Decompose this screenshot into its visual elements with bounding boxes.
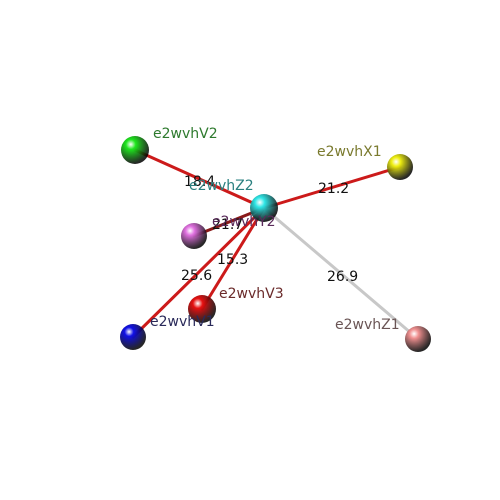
node-label-e2wvhY2: e2wvhY2 bbox=[212, 214, 276, 230]
distance-label-e2wvhZ1: 26.9 bbox=[327, 269, 358, 285]
node-label-e2wvhV2: e2wvhV2 bbox=[153, 126, 218, 142]
distance-label-e2wvhY2: 21.7 bbox=[212, 217, 243, 233]
node-label-e2wvhX1: e2wvhX1 bbox=[317, 144, 382, 160]
node-label-e2wvhZ1: e2wvhZ1 bbox=[335, 317, 400, 333]
edge-e2wvhV2 bbox=[133, 148, 266, 210]
distance-label-e2wvhV2: 18.4 bbox=[184, 174, 215, 190]
edge-e2wvhV3 bbox=[200, 206, 266, 311]
node-e2wvhZ1 bbox=[405, 326, 431, 352]
distance-label-e2wvhV1: 25.6 bbox=[181, 268, 212, 284]
node-e2wvhV3 bbox=[188, 295, 216, 323]
node-label-e2wvhV1: e2wvhV1 bbox=[150, 314, 215, 330]
node-e2wvhX1 bbox=[387, 154, 413, 180]
node-e2wvhV2 bbox=[121, 136, 149, 164]
edge-e2wvhZ1 bbox=[262, 206, 420, 341]
edge-e2wvhV1 bbox=[131, 206, 266, 339]
distance-label-e2wvhV3: 15.3 bbox=[217, 252, 248, 268]
node-label-e2wvhV3: e2wvhV3 bbox=[219, 286, 284, 302]
node-e2wvhZ2 bbox=[250, 194, 278, 222]
node-label-e2wvhZ2: e2wvhZ2 bbox=[189, 178, 254, 194]
edge-e2wvhX1 bbox=[262, 165, 402, 210]
node-e2wvhV1 bbox=[120, 324, 146, 350]
distance-label-e2wvhX1: 21.2 bbox=[318, 181, 349, 197]
node-e2wvhY2 bbox=[181, 223, 207, 249]
